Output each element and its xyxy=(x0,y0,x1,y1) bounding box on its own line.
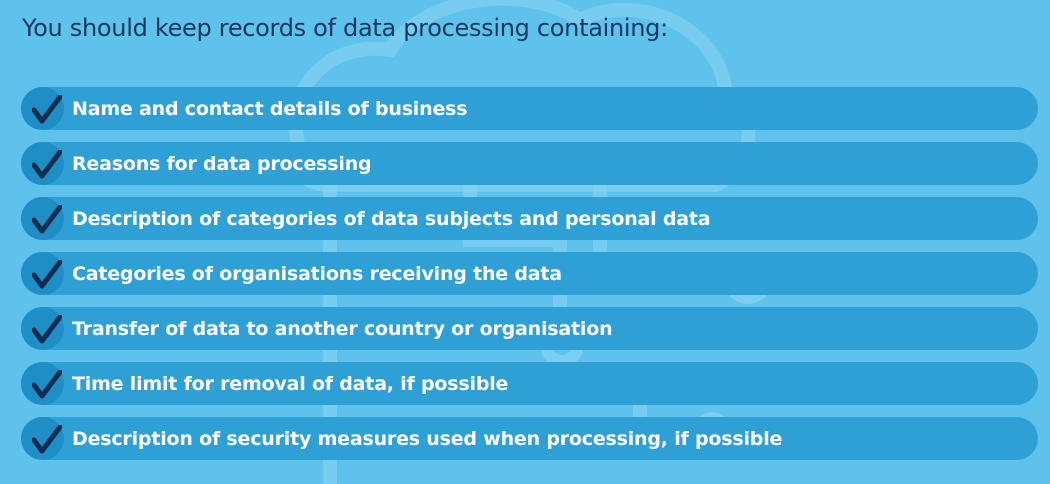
checklist-item: Transfer of data to another country or o… xyxy=(21,307,1038,350)
checklist-item: Description of security measures used wh… xyxy=(21,417,1038,460)
page-heading: You should keep records of data processi… xyxy=(22,14,668,42)
checkmark-icon xyxy=(21,417,64,460)
checkmark-icon xyxy=(21,87,64,130)
checklist-item-label: Description of security measures used wh… xyxy=(72,427,783,450)
checkmark-icon xyxy=(21,307,64,350)
checklist-item: Categories of organisations receiving th… xyxy=(21,252,1038,295)
checklist-item-label: Description of categories of data subjec… xyxy=(72,207,711,230)
checklist-item-label: Time limit for removal of data, if possi… xyxy=(72,372,509,395)
checkmark-icon xyxy=(21,142,64,185)
checkmark-icon xyxy=(21,197,64,240)
records-checklist: Name and contact details of business Rea… xyxy=(21,87,1038,472)
checklist-item: Time limit for removal of data, if possi… xyxy=(21,362,1038,405)
checklist-item: Description of categories of data subjec… xyxy=(21,197,1038,240)
checklist-item-label: Name and contact details of business xyxy=(72,97,468,120)
checklist-item-label: Categories of organisations receiving th… xyxy=(72,262,562,285)
checklist-item: Reasons for data processing xyxy=(21,142,1038,185)
checkmark-icon xyxy=(21,252,64,295)
checklist-item: Name and contact details of business xyxy=(21,87,1038,130)
checkmark-icon xyxy=(21,362,64,405)
checklist-item-label: Transfer of data to another country or o… xyxy=(72,317,613,340)
checklist-item-label: Reasons for data processing xyxy=(72,152,372,175)
